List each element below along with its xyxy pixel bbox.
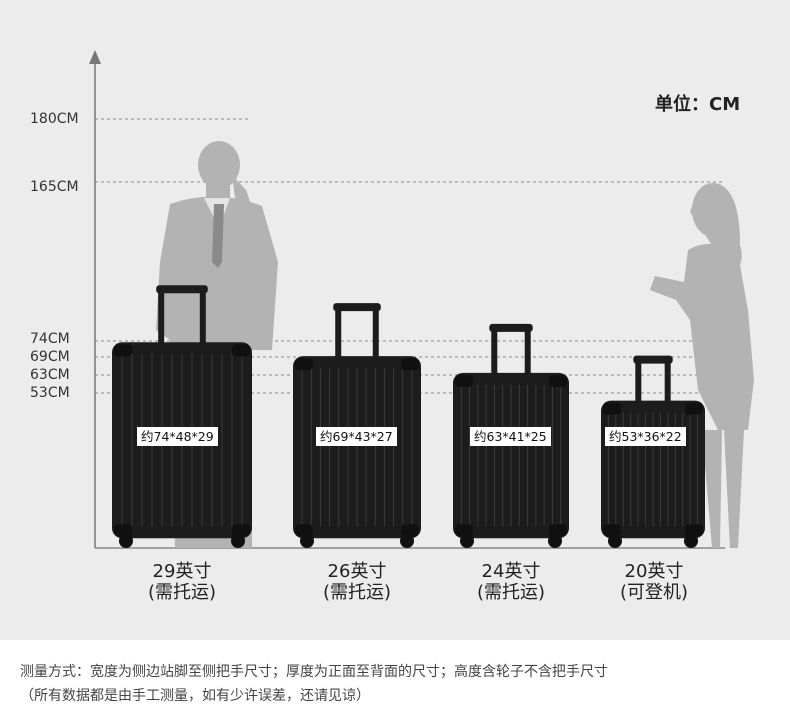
suitcase-wheel	[231, 534, 245, 548]
suitcase-wheel	[684, 534, 698, 548]
suitcase-corner	[603, 402, 621, 415]
suitcase-handle-grip	[156, 285, 208, 294]
height-label-63: 63CM	[30, 367, 70, 383]
suitcase-wheel	[608, 534, 622, 548]
suitcase-wheel	[460, 534, 474, 548]
suitcase-handle-grip	[633, 355, 673, 364]
suitcase-29-name: 29英寸 (需托运)	[117, 561, 247, 603]
suitcase-corner	[232, 524, 250, 537]
suitcases-layer	[112, 285, 705, 548]
suitcase-handle-bar	[372, 308, 379, 361]
suitcase-corner	[685, 402, 703, 415]
suitcase-24-size: 24英寸	[481, 561, 541, 582]
y-axis-arrow	[89, 50, 101, 64]
man-tie	[212, 204, 224, 268]
suitcase-handle-bar	[664, 360, 671, 405]
suitcase-handle-grip	[333, 303, 381, 312]
measurement-note-line1: 测量方式：宽度为侧边站脚至侧把手尺寸；厚度为正面至背面的尺寸；高度含轮子不含把手…	[20, 664, 608, 680]
suitcase-corner	[603, 524, 621, 537]
suitcase-corner	[455, 524, 473, 537]
suitcase-29-dimensions: 约74*48*29	[137, 427, 218, 446]
suitcase-corner	[549, 374, 567, 387]
suitcase-29-note: (需托运)	[147, 582, 217, 603]
height-label-69: 69CM	[30, 349, 70, 365]
suitcase-20-note: (可登机)	[619, 582, 689, 603]
woman-silhouette	[650, 183, 754, 548]
suitcase-corner	[685, 524, 703, 537]
measurement-note: 测量方式：宽度为侧边站脚至侧把手尺寸；厚度为正面至背面的尺寸；高度含轮子不含把手…	[20, 660, 608, 708]
suitcase-24-dimensions: 约63*41*25	[470, 427, 551, 446]
measurement-note-line2: （所有数据都是由手工测量，如有少许误差，还请见谅）	[20, 688, 370, 704]
suitcase-handle-bar	[158, 290, 165, 347]
suitcase-wheel	[119, 534, 133, 548]
suitcase-20	[601, 355, 705, 548]
unit-label: 单位：CM	[655, 94, 741, 115]
suitcase-20-size: 20英寸	[624, 561, 684, 582]
suitcase-26-name: 26英寸 (需托运)	[292, 561, 422, 603]
size-figure	[89, 50, 754, 549]
suitcase-corner	[401, 358, 419, 371]
suitcase-26	[293, 303, 421, 548]
suitcase-corner	[455, 374, 473, 387]
suitcase-handle-bar	[524, 328, 531, 377]
suitcase-corner	[295, 358, 313, 371]
suitcase-handle-bar	[335, 308, 342, 361]
height-label-74: 74CM	[30, 331, 70, 347]
suitcase-24-name: 24英寸 (需托运)	[446, 561, 576, 603]
suitcase-handle-bar	[635, 360, 642, 405]
suitcase-corner	[295, 524, 313, 537]
suitcase-20-dimensions: 约53*36*22	[605, 427, 686, 446]
suitcase-wheel	[300, 534, 314, 548]
suitcase-corner	[114, 524, 132, 537]
suitcase-24	[453, 323, 569, 548]
suitcase-corner	[232, 344, 250, 357]
suitcase-20-name: 20英寸 (可登机)	[589, 561, 719, 603]
suitcase-24-note: (需托运)	[476, 582, 546, 603]
suitcase-26-dimensions: 约69*43*27	[316, 427, 397, 446]
height-label-165: 165CM	[30, 179, 79, 195]
suitcase-wheel	[400, 534, 414, 548]
suitcase-wheel	[548, 534, 562, 548]
height-label-53: 53CM	[30, 385, 70, 401]
suitcase-26-size: 26英寸	[327, 561, 387, 582]
suitcase-corner	[114, 344, 132, 357]
suitcase-handle-bar	[491, 328, 498, 377]
suitcase-handle-grip	[489, 323, 533, 332]
height-label-180: 180CM	[30, 111, 79, 127]
suitcase-handle-bar	[199, 290, 206, 347]
suitcase-26-note: (需托运)	[322, 582, 392, 603]
suitcase-corner	[549, 524, 567, 537]
suitcase-29-size: 29英寸	[152, 561, 212, 582]
suitcase-corner	[401, 524, 419, 537]
